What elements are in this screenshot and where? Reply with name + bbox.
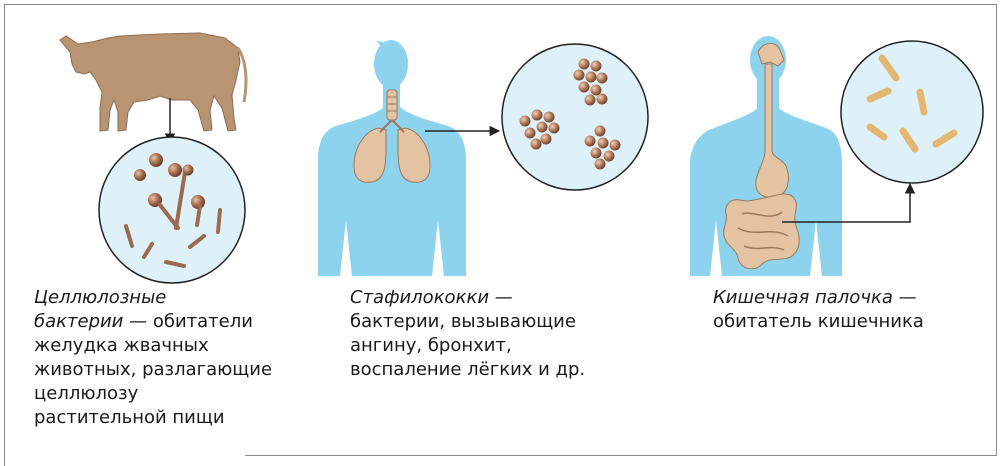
cellulose-bacteria-circle [99,137,245,283]
staph-line-3: ангину, бронхит, [350,334,650,358]
ecoli-term: Кишечная палочка [713,287,893,308]
staphylococci-circle [502,44,648,190]
cellulose-term: Целлюлозные [34,287,166,308]
ecoli-line-2: обитатель кишечника [713,310,983,334]
staph-line-4: воспаление лёгких и др. [350,358,650,382]
ecoli-caption: Кишечная палочка — обитатель кишечника [713,286,983,334]
staph-line-2: бактерии, вызывающие [350,310,650,334]
ecoli-dash: — [893,287,917,308]
cellulose-line-6: растительной пищи [34,406,314,430]
cellulose-line-3: желудка жвачных [34,334,314,358]
human-lungs-icon [318,40,466,276]
staph-term: Стафилококки [350,287,489,308]
staphylococci-caption: Стафилококки — бактерии, вызывающие анги… [350,286,650,382]
cellulose-line-5: целлюлозу [34,382,314,406]
cellulose-bacteria-caption: Целлюлозные бактерии — обитатели желудка… [34,286,314,430]
cow-icon [60,33,246,131]
ecoli-circle [841,41,983,183]
cellulose-term-2: бактерии [34,311,123,332]
staph-dash: — [489,287,513,308]
cellulose-dash: — обитатели [123,311,253,332]
cellulose-line-4: животных, разлагающие [34,358,314,382]
human-intestine-icon [690,36,842,276]
